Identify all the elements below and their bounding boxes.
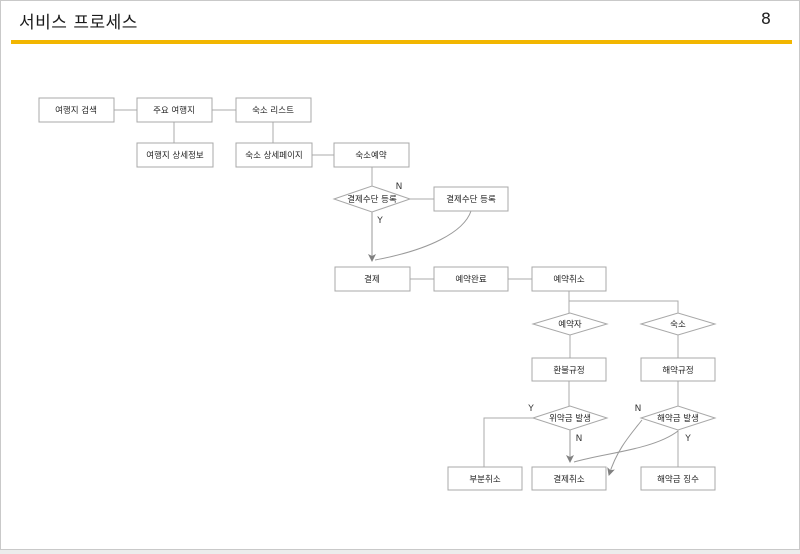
decision-nodes: 결제수단 등록 예약자 숙소 위약금 발생 해약금 발생	[332, 185, 717, 431]
decision-guest	[531, 312, 609, 336]
node-label: 결제수단 등록	[446, 194, 496, 205]
page-title: 서비스 프로세스	[19, 13, 138, 33]
node-label: 환불규정	[553, 365, 584, 376]
node-payment	[334, 266, 411, 292]
connector-path	[114, 109, 679, 467]
title-accent-rule	[11, 40, 792, 44]
curve-fee-yes-to-payment-cancel	[573, 430, 679, 463]
node-label: 숙소 상세페이지	[245, 150, 302, 161]
node-label: 숙소예약	[355, 150, 386, 161]
node-cancellation-policy	[640, 357, 716, 382]
node-label: 숙소	[670, 320, 686, 330]
node-refund-policy	[531, 357, 607, 382]
node-payment-method-register	[433, 186, 509, 212]
branch-labels: N Y Y N N Y	[376, 182, 691, 444]
node-label: 숙소 리스트	[252, 106, 294, 116]
node-dest-detail	[136, 142, 214, 168]
node-label: 부분취소	[469, 475, 500, 485]
node-booking-complete	[433, 266, 509, 292]
decision-payment-method-check	[332, 185, 412, 213]
node-label: 여행지 검색	[55, 105, 97, 116]
branch-label-yes: Y	[684, 434, 691, 444]
node-label: 결제	[364, 274, 380, 285]
node-label: 해약규정	[662, 365, 693, 376]
node-accom-list	[235, 97, 312, 123]
node-accom-booking	[333, 142, 410, 168]
decision-accom	[639, 312, 717, 336]
connector-lines	[114, 109, 679, 467]
node-label: 해약금 징수	[657, 474, 699, 485]
node-fee-collection	[640, 466, 716, 491]
node-accom-detail-page	[235, 142, 313, 168]
node-payment-cancel	[531, 466, 607, 491]
node-label: 위약금 발생	[549, 413, 591, 424]
node-label: 예약자	[558, 319, 582, 330]
node-label: 예약완료	[455, 274, 486, 285]
branch-label-no: N	[635, 404, 642, 414]
branch-label-yes: Y	[527, 404, 534, 414]
curve-fee-no-to-payment-cancel	[607, 419, 643, 476]
branch-label-no: N	[396, 182, 403, 192]
decision-penalty-occurs	[531, 405, 609, 431]
process-nodes: 여행지 검색 주요 여행지 숙소 리스트 여행지 상세정보 숙소 상세페이지 숙…	[38, 97, 716, 491]
node-main-dest	[136, 97, 213, 123]
branch-label-yes: Y	[376, 216, 383, 226]
curve-register-to-payment	[374, 210, 472, 261]
node-label: 결제취소	[553, 474, 584, 485]
node-partial-cancel	[447, 466, 523, 491]
node-dest-search	[38, 97, 115, 123]
node-label: 예약취소	[553, 274, 584, 285]
node-label: 해약금 발생	[657, 413, 699, 424]
node-booking-cancel	[531, 266, 607, 292]
branch-label-no: N	[576, 434, 583, 444]
page-number: 8	[760, 9, 771, 28]
arrow-connectors	[368, 210, 679, 476]
node-label: 결제수단 등록	[347, 194, 397, 205]
decision-cancellation-fee-occurs	[639, 405, 717, 431]
node-label: 여행지 상세정보	[146, 150, 204, 161]
node-label: 주요 여행지	[153, 105, 195, 116]
